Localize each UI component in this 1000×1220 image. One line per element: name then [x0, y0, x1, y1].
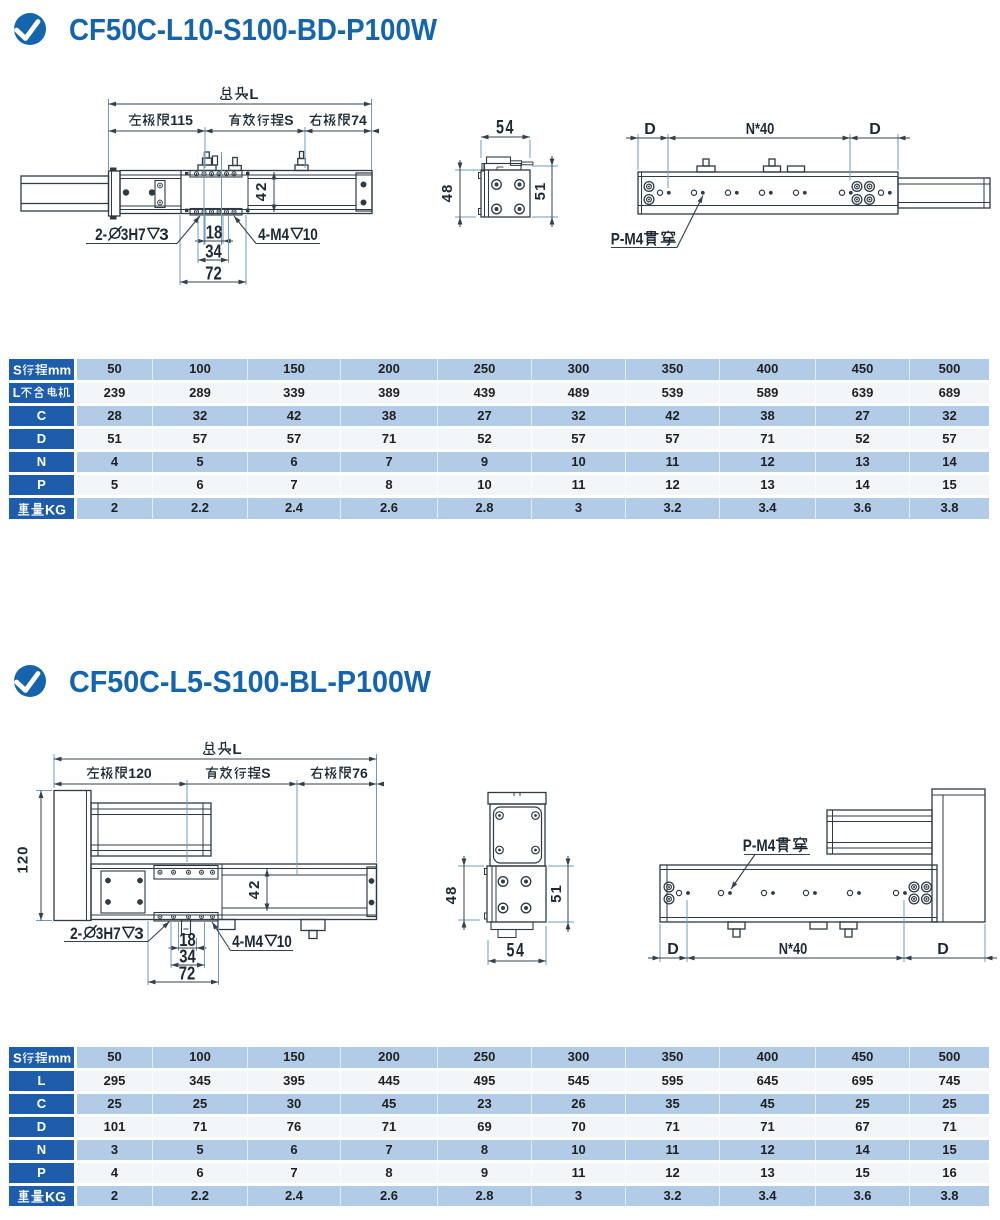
svg-text:3H7: 3H7 [96, 924, 121, 943]
svg-text:48: 48 [439, 184, 456, 203]
svg-text:2-: 2- [70, 924, 82, 943]
svg-text:54: 54 [507, 941, 526, 962]
svg-text:CF50C-L10-S100-BD-P100W: CF50C-L10-S100-BD-P100W [69, 12, 438, 47]
svg-text:mm: mm [47, 362, 70, 377]
svg-text:KG: KG [45, 501, 66, 517]
svg-text:72: 72 [205, 263, 222, 284]
svg-text:115: 115 [170, 112, 193, 128]
svg-text:L: L [12, 386, 20, 400]
svg-text:L: L [232, 741, 241, 758]
svg-text:N*40: N*40 [746, 121, 775, 138]
svg-text:KG: KG [45, 1189, 66, 1205]
svg-text:120: 120 [128, 765, 152, 781]
svg-text:72: 72 [179, 963, 196, 984]
svg-text:74: 74 [351, 112, 367, 128]
svg-text:18: 18 [179, 929, 196, 950]
svg-text:51: 51 [532, 182, 549, 201]
svg-text:4-M4: 4-M4 [232, 932, 263, 951]
svg-text:D: D [667, 941, 679, 958]
svg-text:10: 10 [277, 932, 292, 951]
svg-text:10: 10 [303, 225, 318, 244]
svg-text:3H7: 3H7 [121, 225, 146, 244]
svg-text:S: S [13, 1050, 22, 1065]
svg-text:mm: mm [47, 1050, 70, 1065]
svg-text:S: S [261, 765, 270, 781]
svg-text:S: S [284, 112, 293, 128]
svg-text:3: 3 [134, 924, 143, 943]
svg-text:L: L [249, 86, 258, 103]
svg-text:S: S [13, 362, 22, 377]
svg-text:18: 18 [206, 222, 223, 243]
svg-text:D: D [869, 121, 881, 138]
svg-text:D: D [937, 941, 949, 958]
svg-text:76: 76 [352, 765, 368, 781]
svg-text:42: 42 [253, 181, 270, 202]
svg-text:120: 120 [15, 845, 32, 873]
svg-text:3: 3 [159, 225, 168, 244]
svg-text:42: 42 [246, 879, 263, 900]
svg-text:P-M4: P-M4 [611, 230, 644, 249]
svg-text:48: 48 [443, 886, 460, 905]
svg-text:N*40: N*40 [779, 941, 808, 958]
svg-text:54: 54 [496, 118, 515, 139]
svg-text:51: 51 [548, 884, 565, 903]
svg-text:P-M4: P-M4 [743, 836, 776, 855]
svg-text:34: 34 [179, 946, 196, 967]
svg-text:4-M4: 4-M4 [258, 225, 289, 244]
svg-text:2-: 2- [95, 225, 107, 244]
svg-text:D: D [644, 121, 656, 138]
svg-text:CF50C-L5-S100-BL-P100W: CF50C-L5-S100-BL-P100W [69, 664, 432, 699]
svg-text:34: 34 [205, 241, 222, 262]
